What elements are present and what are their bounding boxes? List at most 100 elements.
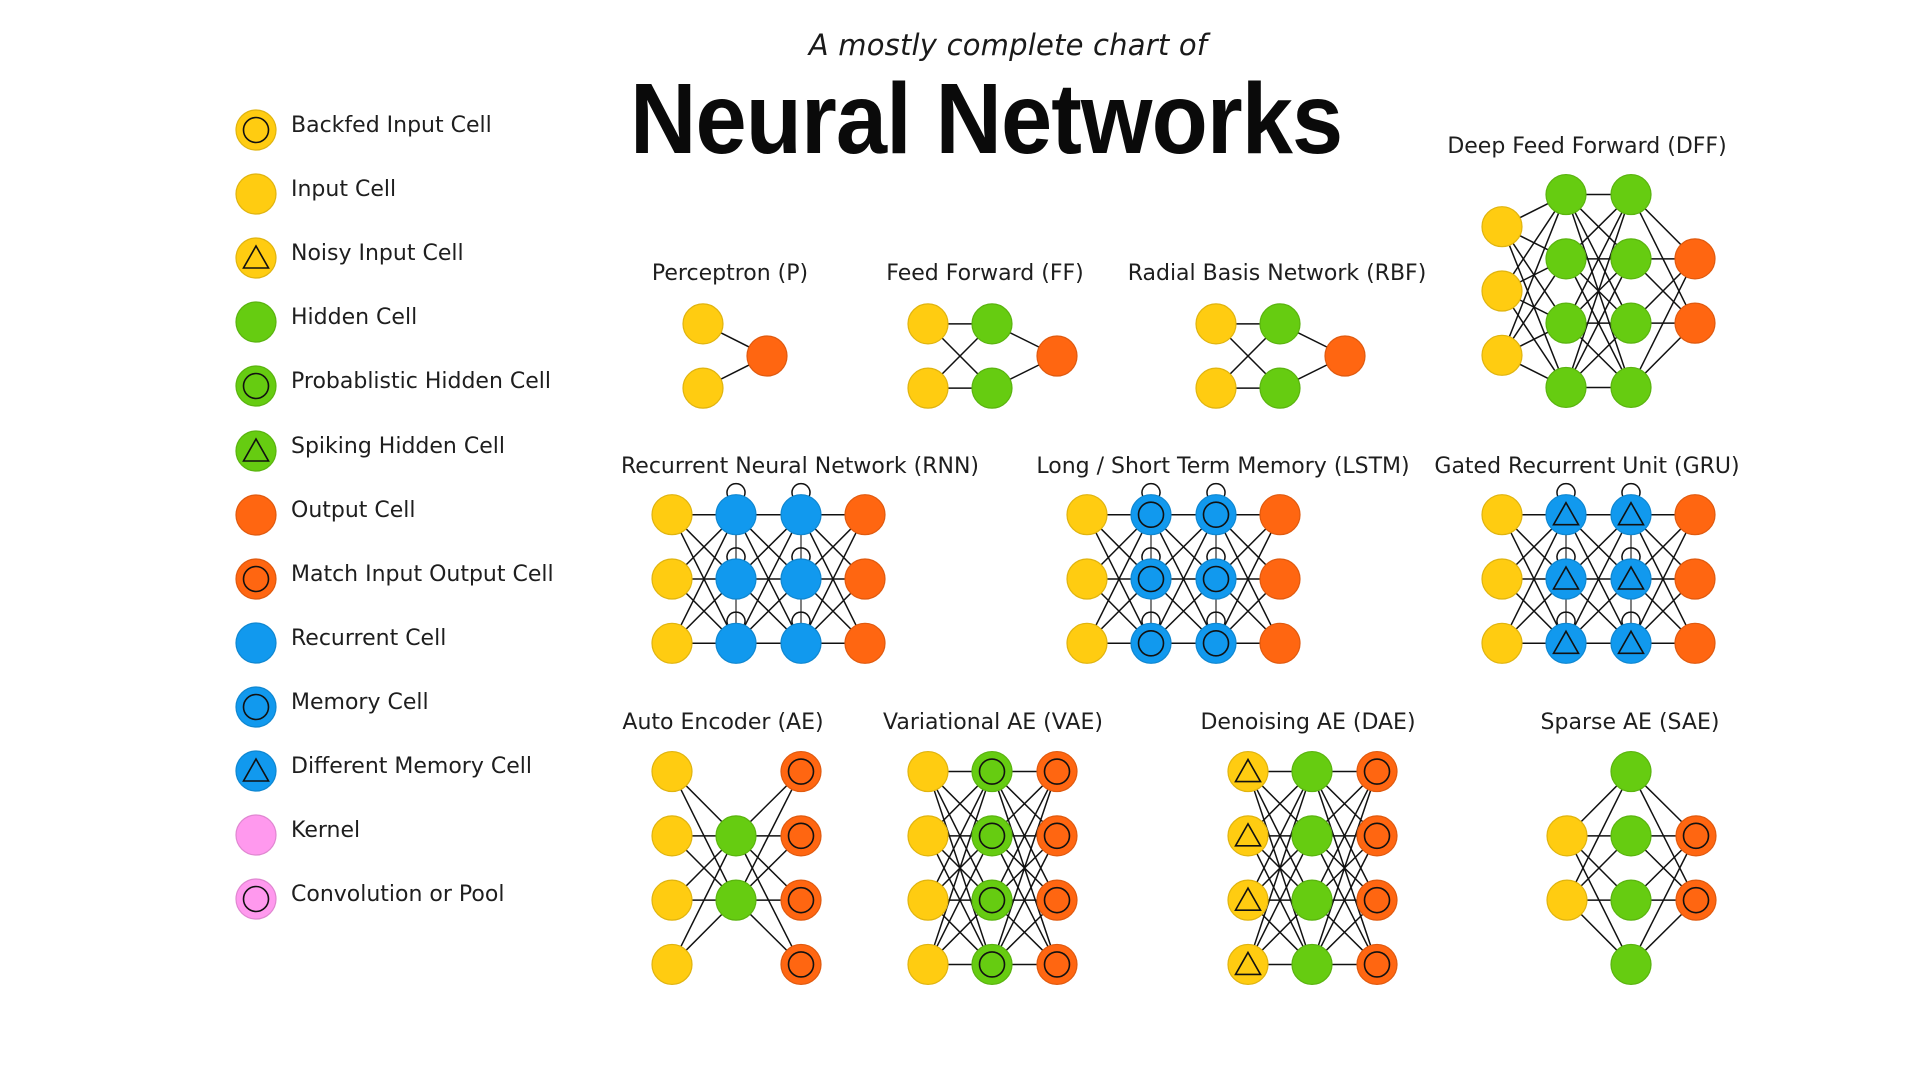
cell-body [971, 815, 1013, 857]
cell-input [1066, 622, 1108, 664]
inner-triangle-icon [1552, 501, 1580, 526]
connection-edge [1247, 771, 1313, 901]
network-vae [907, 750, 1078, 986]
cell-body [907, 943, 949, 986]
cell-body [1674, 302, 1716, 344]
self-loop-icon [1621, 482, 1641, 498]
cell-hidden [1291, 943, 1333, 986]
inner-triangle-icon [1617, 629, 1645, 655]
cell-body [1546, 815, 1588, 857]
cell-body [1610, 238, 1652, 280]
cell-body [1227, 750, 1269, 793]
cell-input [651, 879, 693, 921]
cell-output [1324, 335, 1366, 377]
inner-circle-icon [978, 822, 1006, 850]
cell-body [1066, 494, 1108, 536]
cell-body [1675, 815, 1717, 857]
cell-hidden [1259, 303, 1301, 345]
cell-body [844, 622, 886, 664]
inner-circle-icon [242, 116, 270, 144]
cell-different_memory [1610, 494, 1652, 536]
cell-body [907, 750, 949, 793]
cell-output [1674, 238, 1716, 280]
cell-match_output [780, 879, 822, 921]
self-loop-icon [1621, 547, 1641, 562]
cell-body [1195, 367, 1237, 409]
connection-edge [735, 514, 802, 644]
network-lstm [1066, 482, 1301, 664]
legend-cell-icon [235, 109, 277, 151]
legend-item: Input Cell [0, 172, 600, 216]
cell-body [651, 622, 693, 664]
cell-body [1674, 494, 1716, 536]
cell-hidden [971, 303, 1013, 345]
legend-label: Output Cell [291, 498, 416, 523]
cell-body [907, 303, 949, 345]
cell-memory [1130, 622, 1172, 664]
cell-match_output [780, 815, 822, 857]
connection-edge [1311, 771, 1378, 965]
cell-body [1610, 943, 1652, 986]
inner-circle-icon [787, 822, 815, 850]
cell-body [780, 815, 822, 857]
connection-edge [1565, 194, 1632, 324]
cell-match_output [1036, 943, 1078, 986]
cell-hidden [1259, 367, 1301, 409]
inner-circle-icon [1043, 822, 1071, 850]
connection-edge [1566, 771, 1632, 901]
connection-edge [927, 771, 993, 901]
network-label-ae: Auto Encoder (AE) [622, 710, 824, 735]
cell-hidden [1610, 302, 1652, 344]
cell-hidden [1291, 879, 1333, 921]
inner-triangle-icon [242, 437, 270, 462]
connection-edge [1630, 258, 1696, 388]
cell-memory [1195, 494, 1237, 536]
inner-circle-icon [1363, 822, 1391, 850]
cell-input [907, 750, 949, 793]
legend-cell-icon [235, 622, 277, 664]
cell-input [1195, 367, 1237, 409]
cell-body [971, 303, 1013, 345]
cell-body [235, 558, 277, 600]
legend-label: Input Cell [291, 177, 397, 202]
cell-body [651, 750, 693, 793]
inner-triangle-icon [1234, 886, 1262, 911]
self-loop-icon [726, 547, 746, 562]
cell-match_output [1675, 815, 1717, 857]
cell-match_output [1036, 815, 1078, 857]
inner-circle-icon [978, 758, 1006, 785]
self-loop-icon [791, 482, 811, 498]
cell-body [235, 173, 277, 215]
cell-input [1481, 206, 1523, 248]
legend-cell-icon [235, 878, 277, 920]
cell-memory [1130, 494, 1172, 536]
cell-body [1259, 303, 1301, 345]
cell-noisy_input [1227, 879, 1269, 921]
cell-body [1610, 622, 1652, 664]
cell-input [1481, 622, 1523, 664]
network-ff [907, 303, 1078, 409]
network-label-rbf: Radial Basis Network (RBF) [1127, 261, 1427, 286]
cell-body [1481, 494, 1523, 536]
legend-label: Probablistic Hidden Cell [291, 369, 552, 394]
cell-body [1291, 750, 1333, 793]
cell-body [1610, 879, 1652, 921]
cell-output [746, 335, 788, 377]
inner-triangle-icon [242, 244, 270, 269]
network-label-lstm: Long / Short Term Memory (LSTM) [1036, 454, 1410, 479]
cell-match_output [1036, 879, 1078, 921]
connection-edge [1086, 514, 1152, 644]
cell-input [1481, 494, 1523, 536]
cell-body [715, 494, 757, 536]
cell-body [651, 943, 693, 986]
cell-body [651, 879, 693, 921]
inner-triangle-icon [1552, 565, 1580, 590]
connection-edge [1565, 258, 1632, 388]
cell-recurrent [715, 494, 757, 536]
legend-cell-icon [235, 558, 277, 600]
cell-body [780, 622, 822, 664]
cell-body [907, 815, 949, 857]
network-label-dff: Deep Feed Forward (DFF) [1447, 134, 1727, 159]
cell-different_memory [1545, 494, 1587, 536]
cell-body [1610, 750, 1652, 793]
